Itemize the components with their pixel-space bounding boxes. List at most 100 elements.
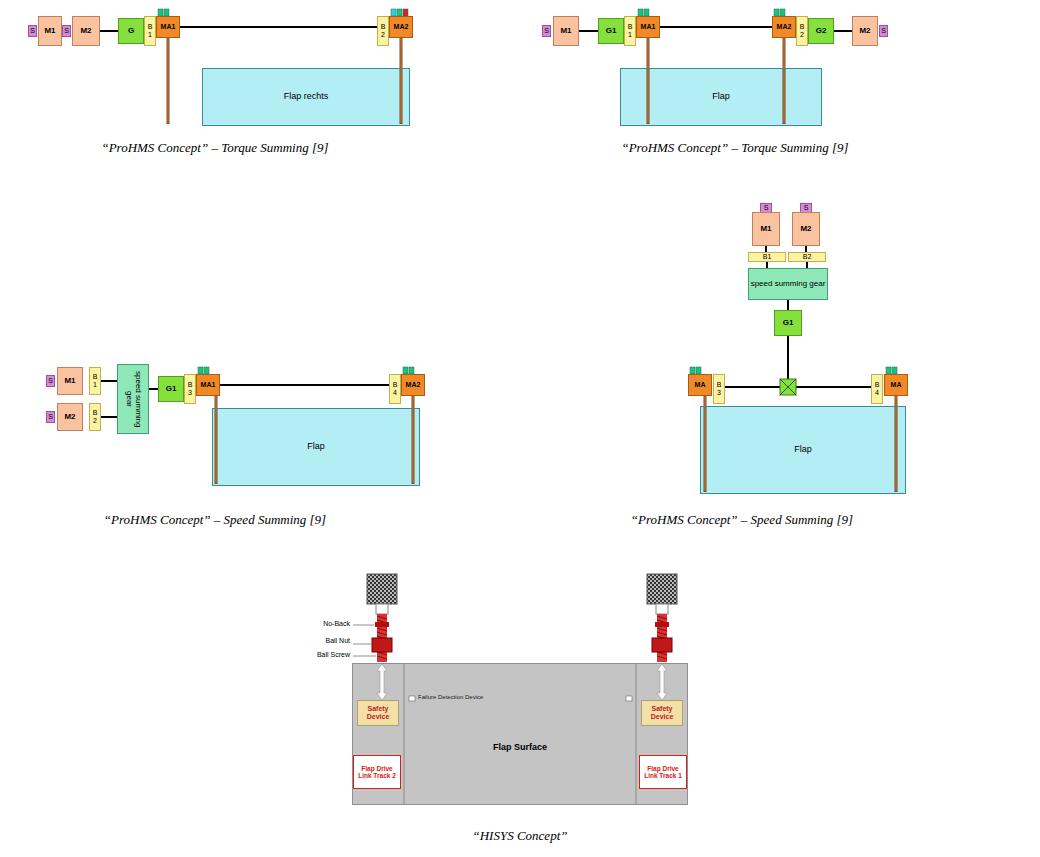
shaft-line [149,388,158,390]
safety-device-box: Safety Device [641,700,683,726]
status-stripe [164,9,169,16]
shaft-line [725,386,871,388]
status-stripe [886,367,891,374]
text-block: B 4 [872,381,882,396]
node-text: speed summing gear [124,365,142,433]
node-text: S [30,27,35,35]
actuator-arm [215,396,218,484]
sensor-box: S [542,25,551,37]
brake-box: B 2 [377,16,389,46]
node-text: speed summing gear [751,280,826,289]
brake-box: B1 [748,252,786,262]
text-block: S [48,377,53,385]
shaft-line [100,30,118,32]
node-text: S [48,377,53,385]
text-block: S [64,27,69,35]
knurled-cap [367,574,397,604]
text-block: MA2 [394,23,409,31]
figure-caption: “ProHMS Concept” – Speed Summing [9] [65,512,365,528]
actuator-arm-core [784,38,785,123]
screw-thread [377,656,387,659]
flap-fill [212,408,420,486]
text-block: G1 [783,319,794,328]
text-block: S [30,27,35,35]
text-block: Safety Device [642,705,682,720]
text-block: speed summing gear [751,280,826,289]
node-text: B 3 [714,381,724,396]
motor-box: M2 [57,403,83,431]
figure-caption: “ProHMS Concept” – Torque Summing [9] [65,140,365,156]
node-text: S [881,27,886,35]
status-stripe [892,367,897,374]
motor-box: M1 [57,367,83,395]
divider [636,663,637,805]
motor-box: M1 [553,16,579,46]
text-block: M2 [800,225,811,234]
node-text: Safety Device [642,705,682,720]
brake-box: B 1 [89,367,101,395]
node-text: B 2 [378,23,388,38]
node-text: Flap [794,445,812,455]
node-text: B 3 [185,381,195,396]
node-text: M1 [64,377,75,386]
bevel-gear [780,379,796,395]
safety-device-box: Safety Device [357,700,399,726]
actuator-arm [895,396,898,492]
motor-box: M2 [72,16,100,46]
node-text: MA [891,381,902,389]
text-block: MA2 [406,381,421,389]
part-label: Ball Screw [270,651,350,658]
ball-nut [652,638,672,652]
text-block: B 4 [390,381,400,396]
sensor-box: S [879,25,888,37]
actuator-arm-core [705,396,706,491]
actuator-box: MA [884,374,908,396]
text-block: MA [891,381,902,389]
flap-surface: Flap Surface Safety Device Safety DeviceFl… [352,663,688,805]
text-block: MA1 [641,23,656,31]
gearbox: G [118,18,144,44]
text-block: B 3 [714,381,724,396]
shaft [787,336,789,379]
text-block: S [544,27,549,35]
node-text: Safety Device [358,705,398,720]
leader-line [353,644,371,645]
node-text: M1 [560,27,571,36]
leader-line [353,656,376,657]
node-text: S [48,413,53,421]
status-stripe [397,9,402,16]
shaft-line [180,26,377,28]
text-block: B2 [803,253,812,261]
brake-box: B 1 [624,16,636,46]
shaft-line [660,26,772,28]
node-text: M2 [859,27,870,36]
drive-link-box: Flap Drive Link Track 1 [639,755,687,789]
shaft-line [101,416,117,418]
sensor-box: S [28,25,37,37]
screw-thread [377,628,387,631]
status-stripe [403,367,408,374]
text-block: Flap Drive Link Track 1 [640,765,686,779]
shaft-line [101,380,117,382]
shaft-line [220,384,389,386]
no-back [375,622,389,627]
motor-box: M2 [792,212,820,246]
status-stripe [158,9,163,16]
figure-caption: “ProHMS Concept” – Speed Summing [9] [592,512,892,528]
actuator-arm-core [401,38,402,123]
text-block: MA1 [161,23,176,31]
actuator-arm [704,396,707,492]
status-stripe [696,367,701,374]
screw-neck [656,604,668,614]
actuator-arm [783,38,786,124]
brake-box: B 2 [796,16,808,46]
text-block: B 2 [378,23,388,38]
sensor-box: S [46,411,55,423]
text-block: Flap Surface [493,743,547,753]
node-text: Flap Surface [493,743,547,753]
text-block: B 2 [797,23,807,38]
brake-box: B 1 [144,16,156,46]
node-text: G1 [606,27,617,36]
speed-summing-gear: speed summing gear [117,364,149,434]
